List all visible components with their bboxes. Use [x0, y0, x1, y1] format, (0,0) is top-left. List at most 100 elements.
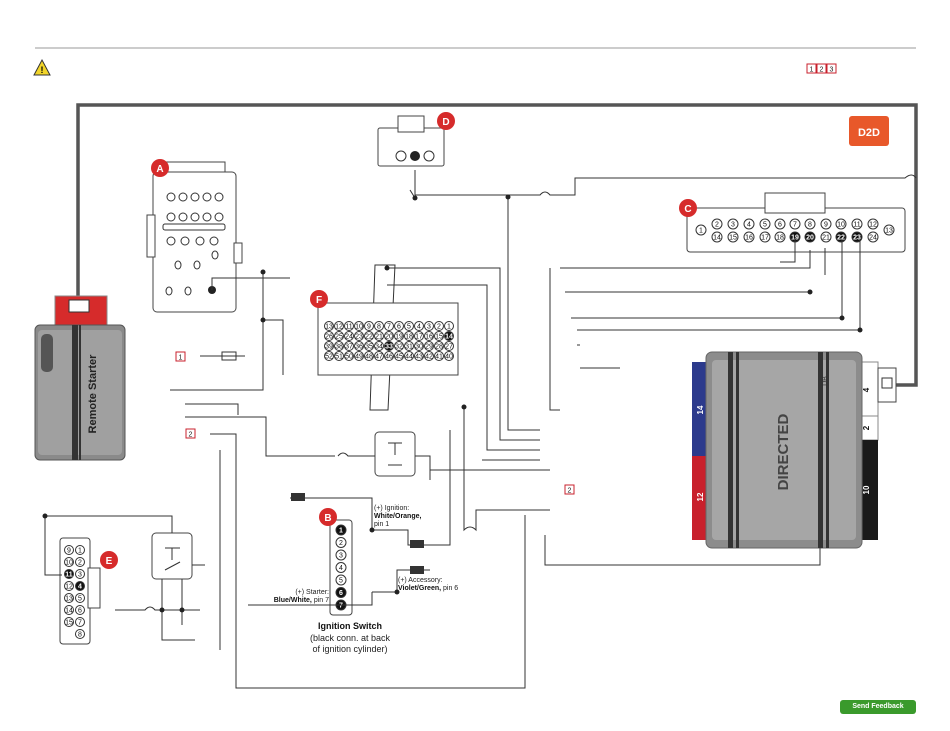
- svg-text:28: 28: [435, 344, 443, 351]
- svg-text:29: 29: [425, 344, 433, 351]
- svg-text:34: 34: [375, 344, 383, 351]
- connector-f-pin-17: 17: [414, 331, 424, 341]
- svg-text:38: 38: [335, 344, 343, 351]
- ignition-pin-6: 6: [335, 587, 347, 598]
- connector-f-pin-38: 38: [334, 341, 344, 351]
- svg-text:8: 8: [808, 222, 812, 229]
- diode-3: [410, 566, 424, 574]
- svg-text:42: 42: [425, 354, 433, 361]
- connector-e-pin-3: 3: [75, 569, 85, 579]
- ignition-switch-subtitle-1: (black conn. at back: [310, 633, 391, 643]
- svg-text:4: 4: [339, 565, 343, 572]
- connector-c-pin-16: 16: [743, 231, 755, 243]
- svg-text:50: 50: [345, 354, 353, 361]
- connector-c-pin-4: 4: [743, 218, 755, 230]
- connector-c-pin-12: 12: [867, 218, 879, 230]
- connector-c-pin-22: 22: [835, 231, 847, 243]
- connector-c-pin-2: 2: [711, 218, 723, 230]
- svg-text:35: 35: [365, 344, 373, 351]
- svg-text:15: 15: [729, 235, 737, 242]
- svg-text:1: 1: [339, 528, 343, 535]
- svg-text:12: 12: [65, 584, 73, 591]
- svg-text:D2D: D2D: [858, 127, 880, 139]
- svg-text:2: 2: [189, 432, 193, 439]
- connector-f-pin-32: 32: [394, 341, 404, 351]
- page-ref-1[interactable]: 1: [806, 63, 817, 74]
- connector-c-pin-23: 23: [851, 231, 863, 243]
- note-ref-1[interactable]: 1: [175, 351, 186, 362]
- svg-text:11: 11: [65, 572, 73, 579]
- connector-f-pin-16: 16: [424, 331, 434, 341]
- relay-left: [151, 532, 193, 580]
- svg-text:7: 7: [78, 620, 82, 627]
- warning-icon[interactable]: !: [33, 58, 51, 76]
- connector-e-pin-12: 12: [64, 581, 74, 591]
- svg-text:14: 14: [65, 608, 73, 615]
- svg-text:24: 24: [345, 334, 353, 341]
- connector-f-pin-29: 29: [424, 341, 434, 351]
- svg-text:6: 6: [339, 590, 343, 597]
- starter-label-1: (+) Starter:: [295, 589, 329, 596]
- svg-text:13: 13: [325, 324, 333, 331]
- note-ref-2b[interactable]: 2: [564, 484, 575, 495]
- svg-text:46: 46: [385, 354, 393, 361]
- connector-f-pin-46: 46: [384, 351, 394, 361]
- svg-text:7: 7: [339, 603, 343, 610]
- resistor-1: [200, 351, 245, 361]
- connector-c-pin-13: 13: [883, 224, 895, 236]
- badge-c: C: [679, 199, 697, 217]
- connector-f-pin-33: 33: [384, 341, 394, 351]
- connector-f-pin-31: 31: [404, 341, 414, 351]
- ignition-pin-2: 2: [335, 537, 347, 548]
- svg-text:18: 18: [405, 334, 413, 341]
- ignition-label-3: pin 1: [374, 521, 389, 528]
- connector-e-pin-14: 14: [64, 605, 74, 615]
- badge-f: F: [310, 290, 328, 308]
- svg-text:3: 3: [427, 324, 431, 331]
- connector-e-pin-7: 7: [75, 617, 85, 627]
- connector-f-pin-5: 5: [404, 321, 414, 331]
- connector-f-pin-12: 12: [334, 321, 344, 331]
- module-model: DB: [822, 376, 829, 386]
- connector-f-pin-8: 8: [374, 321, 384, 331]
- connector-e-pin-1: 1: [75, 545, 85, 555]
- ignition-pin-1: 1: [335, 524, 347, 536]
- note-ref-2[interactable]: 2: [185, 428, 196, 439]
- page-ref-3[interactable]: 3: [826, 63, 837, 74]
- connector-f-pin-6: 6: [394, 321, 404, 331]
- connector-f-pin-35: 35: [364, 341, 374, 351]
- svg-text:3: 3: [830, 67, 834, 74]
- port-label-12: 12: [696, 492, 705, 501]
- svg-text:22: 22: [837, 235, 845, 242]
- svg-text:15: 15: [435, 334, 443, 341]
- svg-text:10: 10: [65, 560, 73, 567]
- svg-text:16: 16: [425, 334, 433, 341]
- svg-text:2: 2: [78, 560, 82, 567]
- connector-f-pin-49: 49: [354, 351, 364, 361]
- svg-text:3: 3: [78, 572, 82, 579]
- svg-text:4: 4: [78, 584, 82, 591]
- connector-c-pin-18: 18: [774, 231, 786, 243]
- svg-text:43: 43: [415, 354, 423, 361]
- connector-f-pin-14: 14: [444, 331, 454, 341]
- svg-text:5: 5: [763, 222, 767, 229]
- connector-f-pin-50: 50: [344, 351, 354, 361]
- svg-text:2: 2: [437, 324, 441, 331]
- send-feedback-button[interactable]: Send Feedback: [840, 700, 916, 714]
- svg-text:7: 7: [793, 222, 797, 229]
- connector-c-pin-21: 21: [820, 231, 832, 243]
- svg-text:8: 8: [377, 324, 381, 331]
- svg-text:11: 11: [853, 222, 860, 229]
- connector-f-pin-47: 47: [374, 351, 384, 361]
- svg-text:6: 6: [778, 222, 782, 229]
- port-label-14: 14: [696, 405, 705, 414]
- connector-f-pin-26: 26: [324, 331, 334, 341]
- connector-e-pin-5: 5: [75, 593, 85, 603]
- svg-text:B: B: [324, 513, 331, 524]
- page-ref-2[interactable]: 2: [816, 63, 827, 74]
- connector-c-pin-17: 17: [759, 231, 771, 243]
- junction-dots: [42, 194, 863, 613]
- svg-text:16: 16: [745, 235, 753, 242]
